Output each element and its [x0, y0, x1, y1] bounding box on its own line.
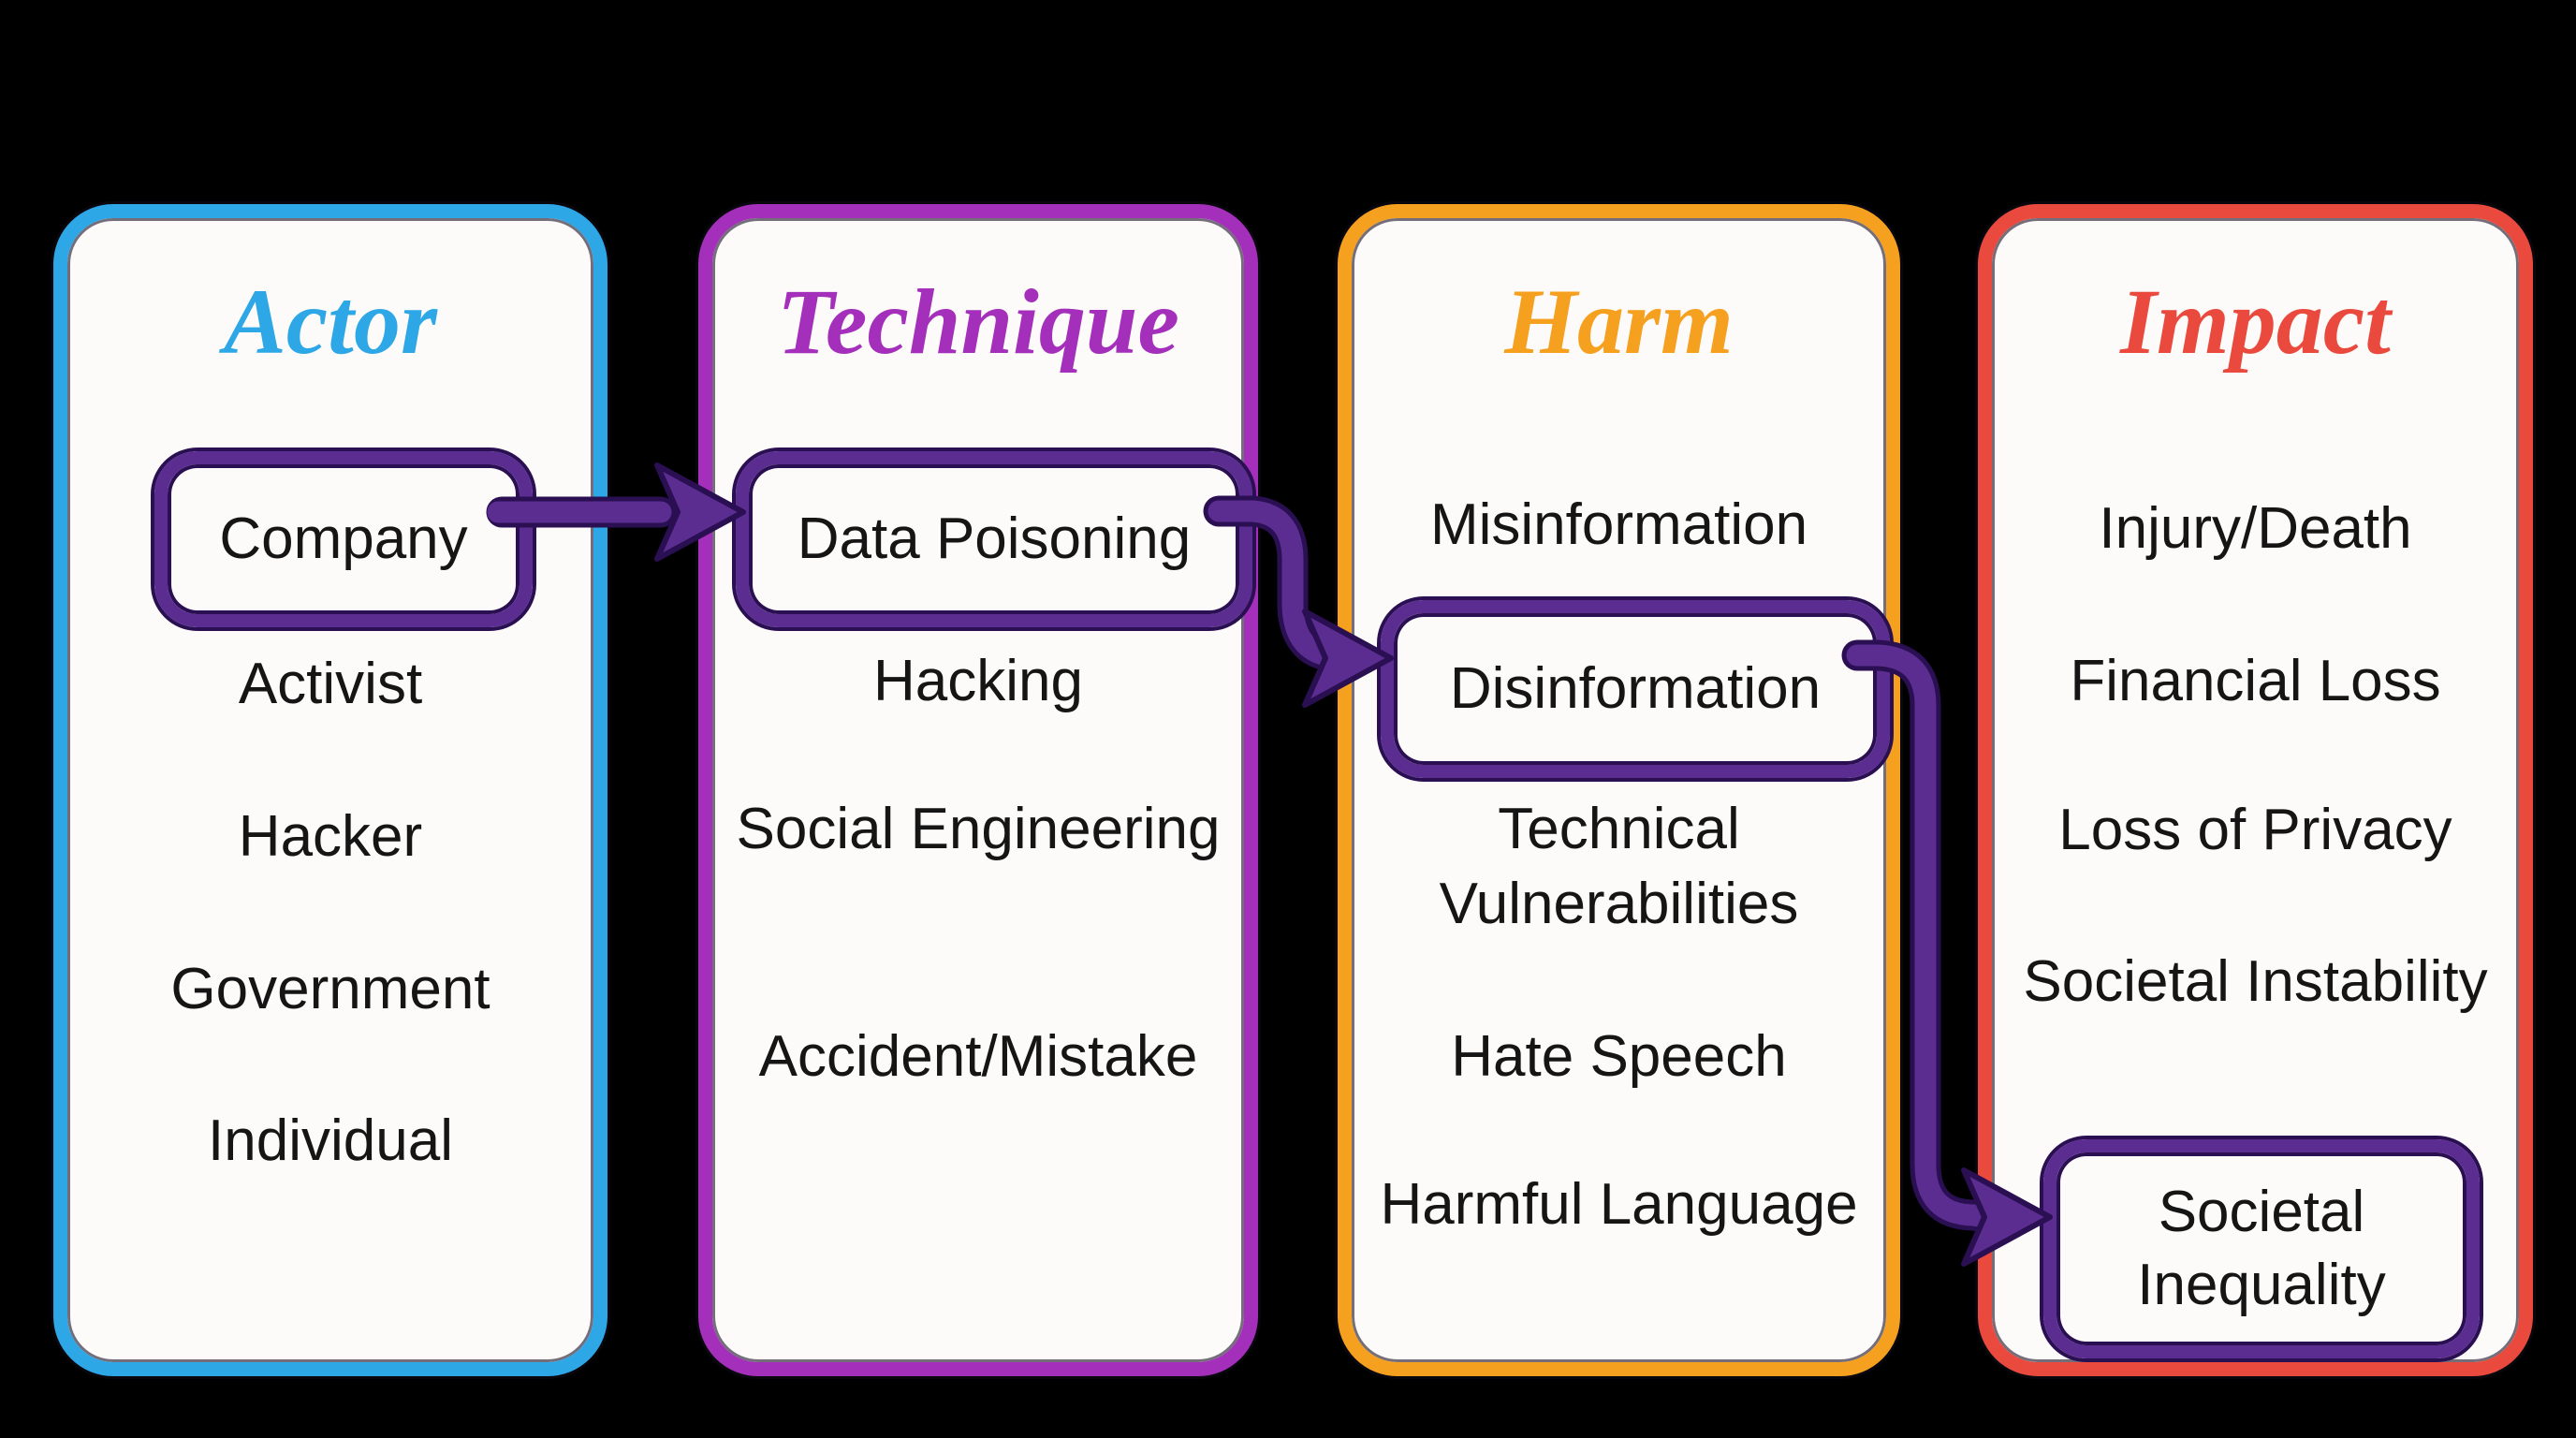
- impact-item-loss-of-privacy: Loss of Privacy: [2058, 798, 2452, 862]
- impact-item-financial-loss: Financial Loss: [2070, 649, 2441, 713]
- harm-item-disinformation: Disinformation: [1449, 656, 1822, 721]
- actor-title: Actor: [224, 270, 437, 374]
- harm-item-hate-speech: Hate Speech: [1451, 1024, 1787, 1089]
- impact-card: Impact Injury/Death Financial Loss Loss …: [1978, 204, 2533, 1376]
- actor-item-individual: Individual: [208, 1108, 453, 1173]
- impact-title: Impact: [2120, 270, 2391, 374]
- harm-item-misinformation: Misinformation: [1429, 492, 1808, 557]
- technique-card: Technique Data Poisoning Hacking Social …: [698, 204, 1258, 1376]
- impact-item-injury-death: Injury/Death: [2099, 496, 2412, 561]
- harm-item-technical-vulnerabilities: Technical Vulnerabilities: [1439, 797, 1799, 936]
- highlight-box-disinformation: Disinformation: [1381, 600, 1890, 778]
- actor-card: Actor Company Activist Hacker Government…: [53, 204, 607, 1376]
- technique-item-social-engineering: Social Engineering: [736, 797, 1221, 861]
- actor-item-government: Government: [170, 957, 490, 1021]
- technique-item-data-poisoning: Data Poisoning: [797, 506, 1192, 571]
- actor-item-company: Company: [219, 506, 468, 571]
- technique-item-hacking: Hacking: [873, 649, 1083, 713]
- technique-item-accident-mistake: Accident/Mistake: [758, 1024, 1198, 1089]
- harm-item-harmful-language: Harmful Language: [1380, 1172, 1858, 1237]
- impact-item-societal-inequality: Societal Inequality: [2137, 1180, 2386, 1317]
- highlight-box-company: Company: [154, 451, 533, 627]
- harm-title: Harm: [1504, 270, 1734, 374]
- technique-title: Technique: [777, 270, 1179, 374]
- actor-item-hacker: Hacker: [238, 804, 423, 869]
- harm-card: Harm Misinformation Disinformation Techn…: [1338, 204, 1900, 1376]
- highlight-box-societal-inequality: Societal Inequality: [2043, 1139, 2480, 1358]
- impact-item-societal-instability: Societal Instability: [2023, 949, 2488, 1014]
- actor-item-activist: Activist: [238, 652, 423, 716]
- highlight-box-data-poisoning: Data Poisoning: [736, 451, 1252, 627]
